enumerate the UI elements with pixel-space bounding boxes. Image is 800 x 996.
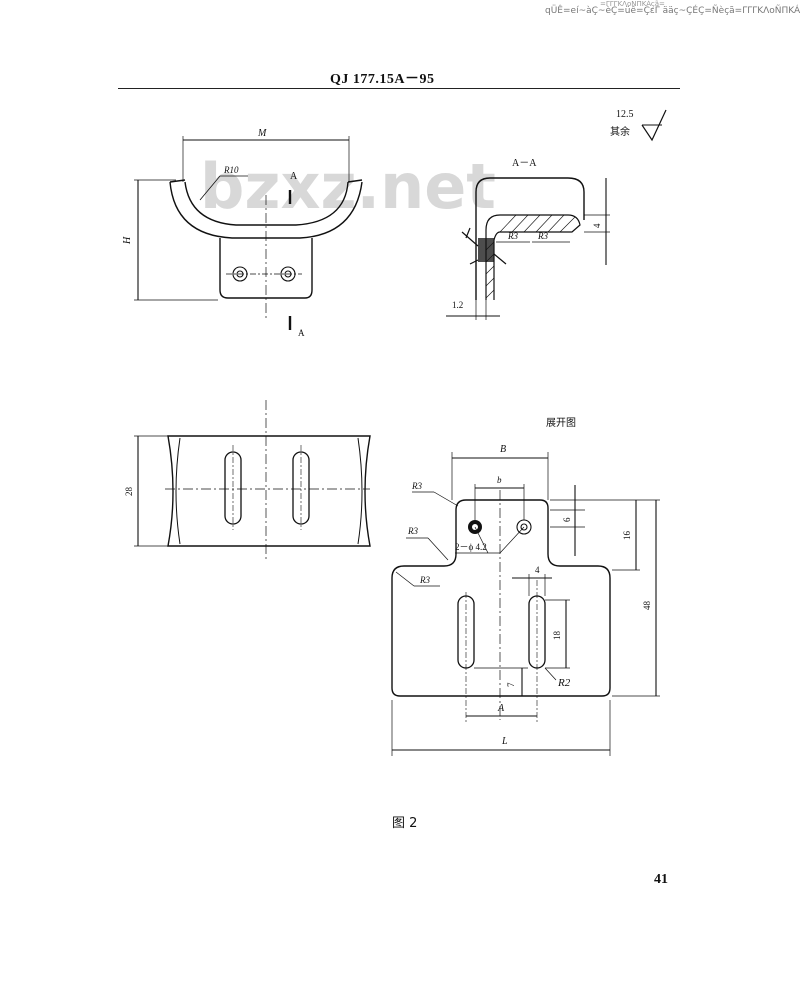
roughness-value: 12.5 (616, 109, 634, 120)
flat-dim-6: 6 (562, 517, 572, 522)
flat-title: 展开图 (546, 417, 576, 429)
flat-pattern-view: 展开图 B b R3 R3 R3 (391, 417, 660, 756)
header-garbled-line-1: =ΓΓΓKΛoÑΠKÁçã= (600, 0, 665, 8)
radius-R10: R10 (223, 165, 239, 175)
flat-dim-b: b (497, 475, 502, 485)
roughness-label: 其余 (610, 125, 630, 138)
section-r3-right: R3 (537, 231, 548, 241)
top-view: 28 (124, 400, 371, 560)
standard-number: QJ 177.15A－95 (330, 72, 435, 87)
header-rule (118, 88, 680, 89)
flat-r3-low: R3 (419, 575, 430, 585)
section-view: A－A R3 R3 4 (446, 158, 610, 320)
roughness-symbol: 12.5 其余 (610, 109, 667, 142)
section-mark-bottom: A (298, 328, 305, 338)
header-garbled-line-2: qÜÊ=eí~àÇ~èÇ=üê=ÇεΓ ääç~ÇÉÇ=Ñèçã=ΓΓΓKΛoÑ… (545, 6, 800, 16)
page-number: 41 (654, 872, 668, 887)
flat-holes-label: 2－ϕ 4.2 (455, 542, 487, 552)
flat-r3-mid: R3 (407, 526, 418, 536)
figure-caption: 图 2 (392, 816, 418, 831)
front-view: M H R10 A A (122, 128, 363, 338)
flat-dim-B: B (500, 444, 506, 455)
flat-r2: R2 (557, 677, 571, 689)
section-title: A－A (512, 158, 537, 169)
flat-dim-7: 7 (506, 682, 516, 687)
section-dim-1-2: 1.2 (452, 300, 463, 310)
flat-dim-4: 4 (535, 565, 540, 575)
flat-dim-16: 16 (622, 531, 632, 541)
section-dim-4: 4 (592, 223, 602, 228)
dim-M: M (257, 128, 267, 139)
flat-r3-top: R3 (411, 481, 422, 491)
section-r3-left: R3 (507, 231, 518, 241)
dim-H: H (122, 236, 133, 245)
flat-dim-A: A (497, 703, 505, 714)
flat-dim-18: 18 (552, 631, 562, 641)
top-dim-28: 28 (124, 487, 134, 497)
flat-dim-L: L (501, 736, 508, 747)
section-mark-top: A (290, 171, 298, 182)
flat-dim-48: 48 (642, 601, 652, 611)
